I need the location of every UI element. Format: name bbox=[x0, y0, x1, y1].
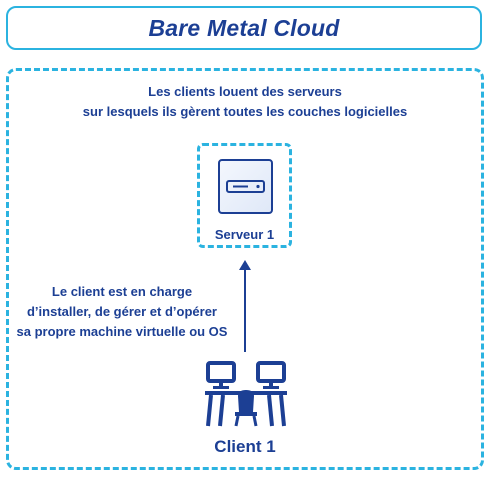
client-note-line-2: d’installer, de gérer et d’opérer bbox=[26, 304, 217, 319]
server-icon bbox=[218, 159, 273, 214]
client-note-line-3: sa propre machine virtuelle ou OS bbox=[16, 324, 228, 339]
client-label: Client 1 bbox=[214, 437, 276, 456]
server-icon-graphic bbox=[226, 180, 265, 193]
description-line-1: Les clients louent des serveurs bbox=[148, 84, 342, 99]
arrow-up-icon bbox=[239, 260, 251, 352]
client-note-line-1: Le client est en charge bbox=[51, 284, 193, 299]
description: Les clients louent des serveurs sur lesq… bbox=[0, 82, 490, 122]
title-banner: Bare Metal Cloud bbox=[6, 6, 482, 50]
description-line-2: sur lesquels ils gèrent toutes les couch… bbox=[82, 104, 408, 119]
server-label: Serveur 1 bbox=[214, 227, 275, 242]
server-box: Serveur 1 bbox=[197, 143, 292, 248]
cloud-boundary bbox=[6, 68, 484, 470]
workstation-icon bbox=[205, 361, 287, 427]
client-note: Le client est en charge d’installer, de … bbox=[10, 282, 234, 342]
page-title: Bare Metal Cloud bbox=[148, 14, 340, 41]
